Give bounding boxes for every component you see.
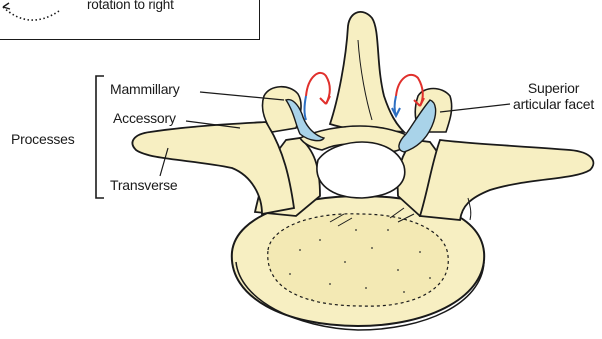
label-mammillary: Mammillary [110,81,180,97]
transverse-process-right [420,140,593,220]
label-superior-line1: Superior [513,80,594,96]
label-accessory: Accessory [113,110,176,126]
processes-bracket [96,76,104,198]
rotation-arrow-left [305,73,331,120]
label-processes: Processes [11,131,75,147]
label-transverse: Transverse [110,177,178,193]
label-superior-articular-facet: Superior articular facet [513,80,594,112]
label-superior-line2: articular facet [513,96,594,112]
vertebral-foramen [317,142,405,198]
spinous-process [330,12,404,132]
transverse-process-left [132,122,294,214]
